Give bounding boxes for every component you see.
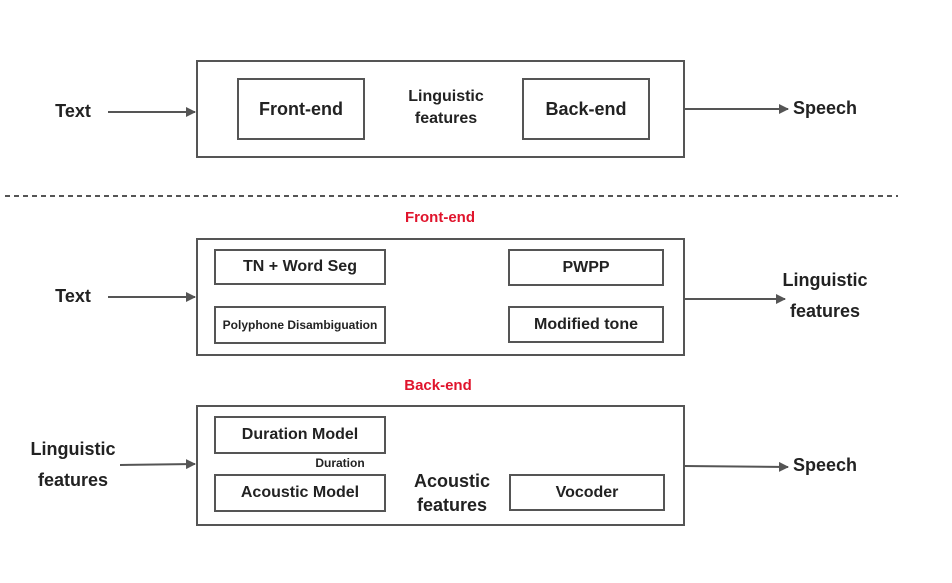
linguistic-features-label: Linguistic features bbox=[408, 88, 484, 127]
vocoder-box: Vocoder bbox=[509, 474, 665, 511]
pwpp-box: PWPP bbox=[508, 249, 664, 286]
acoustic-features-label: Acoustic features bbox=[413, 471, 491, 515]
arrow-backend-to-speech bbox=[683, 461, 789, 472]
backend-output-label: Speech bbox=[792, 455, 858, 476]
acoustic-model-box: Acoustic Model bbox=[214, 474, 386, 512]
frontend-output-label: Linguistic features bbox=[782, 270, 868, 321]
frontend-box: Front-end bbox=[237, 78, 365, 140]
arrow-features-to-backend bbox=[119, 459, 196, 470]
frontend-input-label: Text bbox=[55, 286, 91, 307]
overview-input-label: Text bbox=[55, 101, 91, 122]
backend-box: Back-end bbox=[522, 78, 650, 140]
backend-section-title: Back-end bbox=[404, 377, 472, 394]
frontend-section-title: Front-end bbox=[405, 209, 475, 226]
tn-word-seg-box: TN + Word Seg bbox=[214, 249, 386, 285]
overview-output-label: Speech bbox=[792, 98, 858, 119]
backend-input-label: Linguistic features bbox=[30, 439, 116, 490]
modified-tone-box: Modified tone bbox=[508, 306, 664, 343]
duration-model-box: Duration Model bbox=[214, 416, 386, 454]
polyphone-box: Polyphone Disambiguation bbox=[214, 306, 386, 344]
duration-label: Duration bbox=[315, 455, 365, 470]
